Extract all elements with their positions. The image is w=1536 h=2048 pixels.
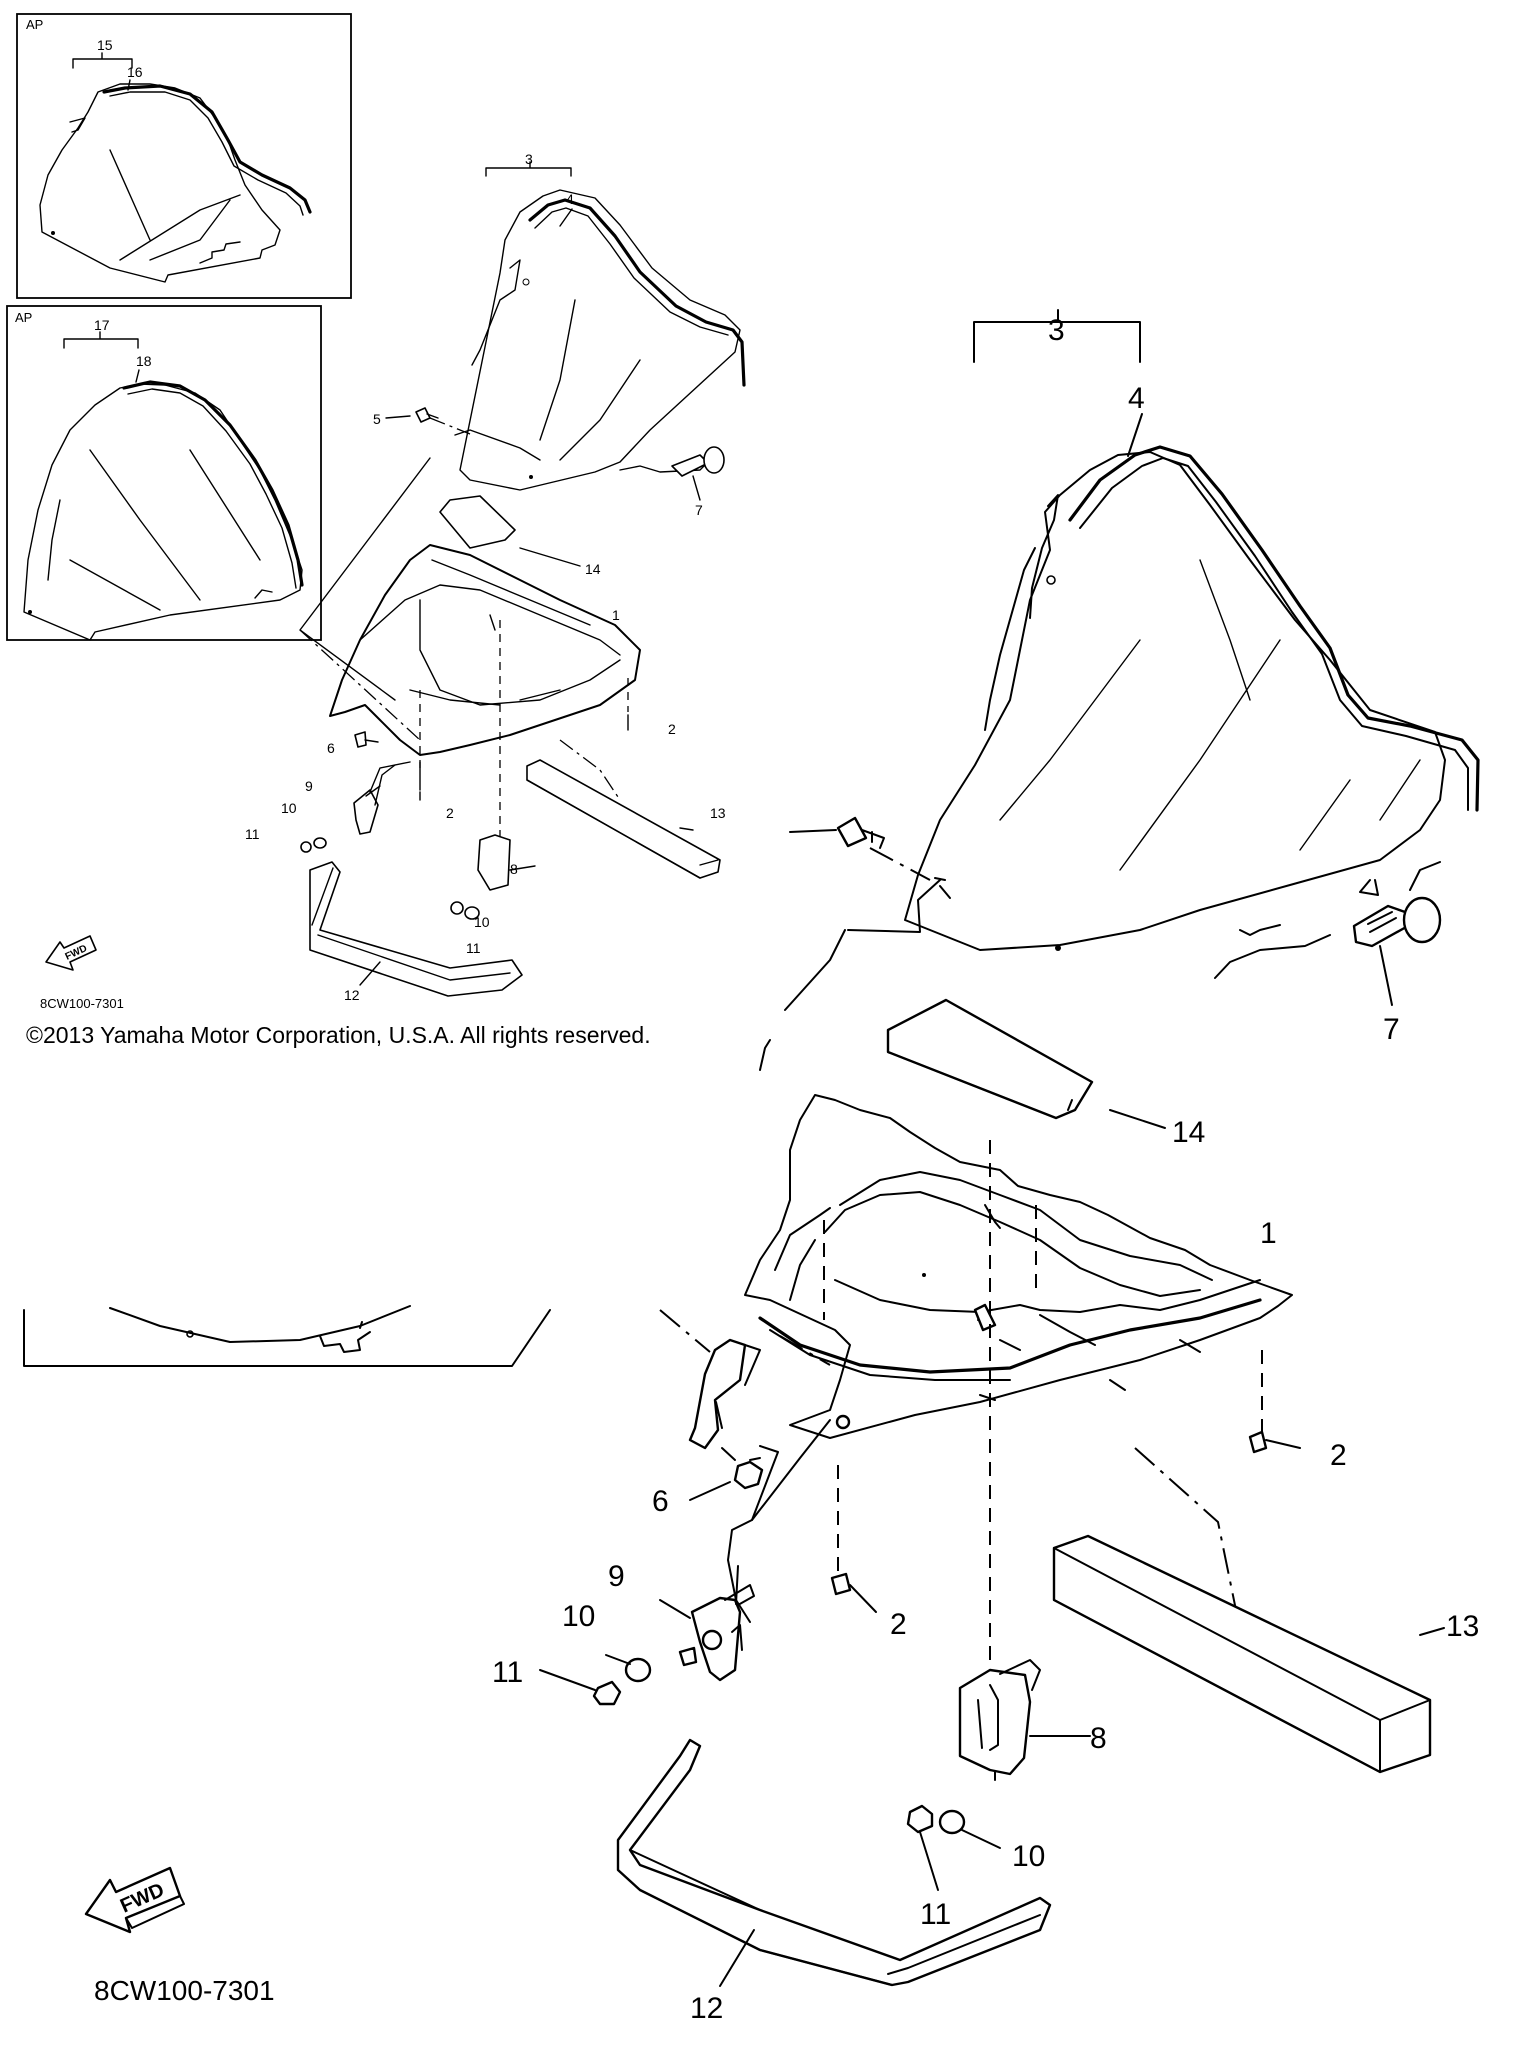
callout-11: 11 — [920, 1898, 951, 1931]
callout-2: 2 — [1330, 1439, 1347, 1472]
callout-1: 1 — [612, 607, 620, 623]
callout-12: 12 — [690, 1992, 723, 2025]
callout-7: 7 — [695, 502, 703, 518]
callout-14: 14 — [585, 561, 601, 577]
callout-16: 16 — [127, 64, 143, 80]
callout-13: 13 — [1446, 1610, 1479, 1643]
callout-3: 3 — [1048, 314, 1065, 347]
small-view-callouts: 1 2 2 3 4 5 6 7 8 9 10 10 11 11 12 13 14 — [245, 151, 726, 1003]
inset-windshield-15-16: AP 15 16 — [16, 13, 352, 299]
callout-8: 8 — [510, 861, 518, 877]
callout-12: 12 — [344, 987, 360, 1003]
callout-10: 10 — [281, 800, 297, 816]
callout-15: 15 — [97, 37, 113, 53]
callout-2: 2 — [668, 721, 676, 737]
inset-tag: AP — [15, 310, 32, 325]
inset-tag: AP — [26, 17, 43, 32]
callout-10: 10 — [1012, 1840, 1045, 1873]
large-fwd-arrow: FWD — [84, 1866, 185, 1934]
callout-17: 17 — [94, 317, 110, 333]
large-view-callouts: 1 2 2 3 4 6 7 8 9 10 10 11 11 12 13 14 — [492, 314, 1479, 2025]
callout-5: 5 — [373, 411, 381, 427]
callout-6: 6 — [327, 740, 335, 756]
callout-7: 7 — [1383, 1013, 1400, 1046]
callout-2: 2 — [890, 1608, 907, 1641]
diagram-code: 8CW100-7301 — [40, 996, 124, 1011]
callout-13: 13 — [710, 805, 726, 821]
copyright-notice: ©2013 Yamaha Motor Corporation, U.S.A. A… — [26, 1022, 651, 1048]
callout-4: 4 — [566, 191, 574, 207]
callout-11: 11 — [466, 940, 481, 956]
callout-10: 10 — [562, 1600, 595, 1633]
callout-8: 8 — [1090, 1722, 1107, 1755]
callout-10: 10 — [474, 914, 490, 930]
callout-9: 9 — [608, 1560, 625, 1593]
callout-11: 11 — [245, 826, 260, 842]
diagram-code: 8CW100-7301 — [94, 1975, 275, 2006]
callout-3: 3 — [525, 151, 533, 167]
inset-windshield-17-18: AP 17 18 — [6, 305, 322, 641]
callout-2: 2 — [446, 805, 454, 821]
small-fwd-arrow: FWD — [45, 935, 97, 971]
small-exploded-view — [299, 161, 746, 997]
callout-18: 18 — [136, 353, 152, 369]
callout-9: 9 — [305, 778, 313, 794]
windshield-fragment — [23, 1305, 551, 1367]
callout-6: 6 — [652, 1485, 669, 1518]
callout-14: 14 — [1172, 1116, 1205, 1149]
callout-11: 11 — [492, 1656, 523, 1689]
callout-4: 4 — [1128, 382, 1145, 415]
callout-1: 1 — [1260, 1217, 1277, 1250]
large-exploded-view — [539, 309, 1480, 1987]
